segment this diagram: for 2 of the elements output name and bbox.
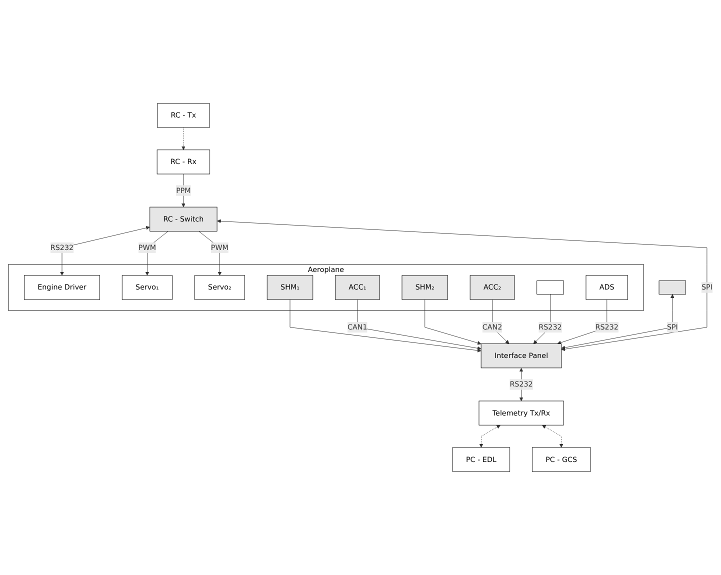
node-box <box>658 280 686 294</box>
node-box <box>536 280 564 294</box>
